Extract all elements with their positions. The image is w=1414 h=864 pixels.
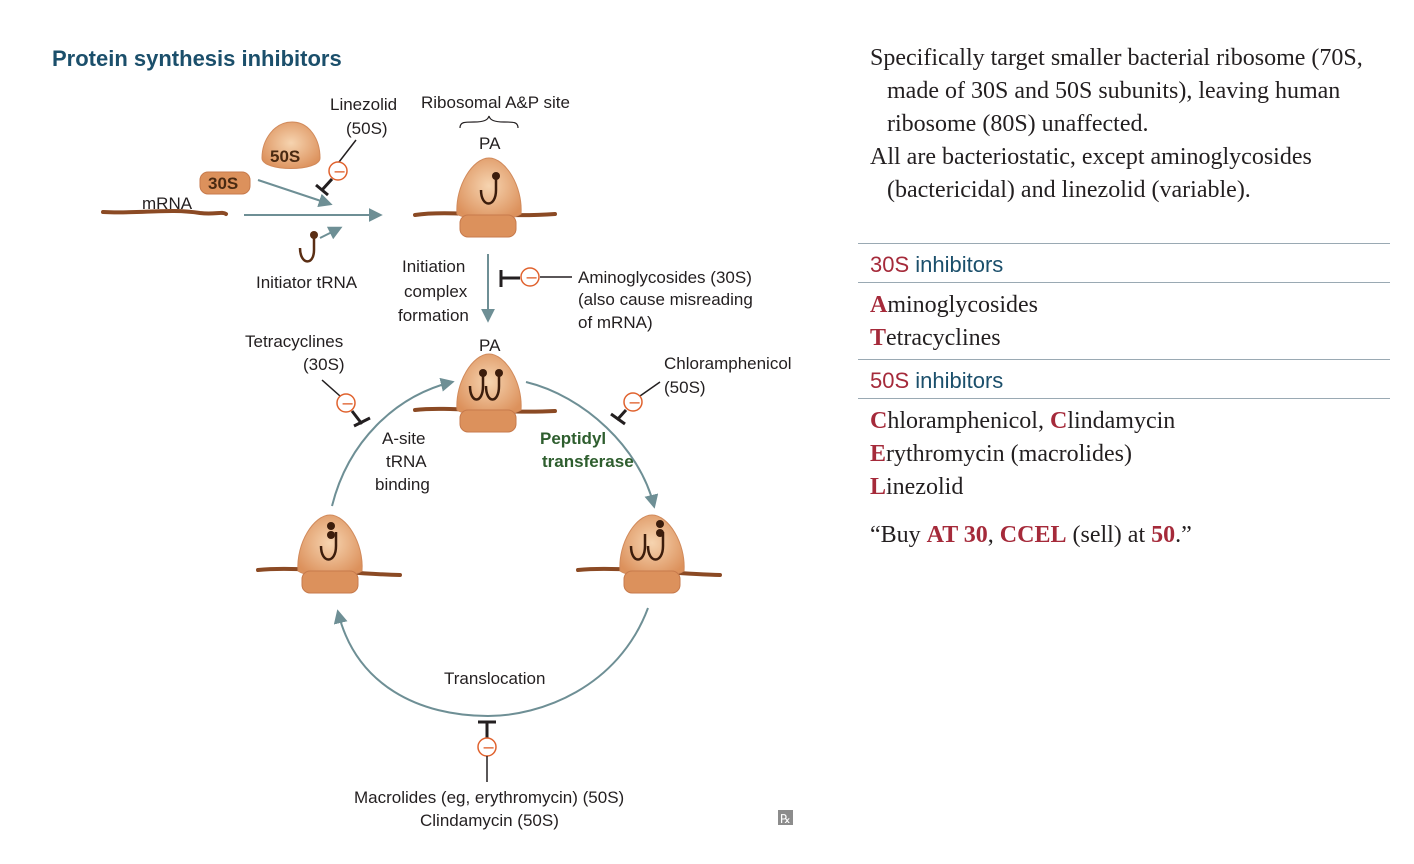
mrna-strand-initial xyxy=(101,208,228,216)
asite-label-2: tRNA xyxy=(386,452,427,471)
chloramphenicol-label: Chloramphenicol xyxy=(664,354,792,373)
ribosome-cycle-left xyxy=(256,514,402,594)
ribosomal-site-label: Ribosomal A&P site xyxy=(421,93,570,112)
aminoglycosides-inhibit-icon: − xyxy=(499,267,572,287)
arrow-trna xyxy=(319,226,343,240)
initiator-trna-label: Initiator tRNA xyxy=(256,273,358,292)
label-50s: 50S xyxy=(270,147,300,166)
heading-50s-rest: inhibitors xyxy=(909,368,1004,393)
aminoglycosides-label-3: of mRNA) xyxy=(578,313,653,332)
arrow-50s xyxy=(257,179,333,208)
linezolid-label: Linezolid xyxy=(330,95,397,114)
svg-text:−: − xyxy=(525,268,538,287)
linezolid-inhibit-icon: − xyxy=(315,139,357,197)
heading-30s-rest: inhibitors xyxy=(909,252,1004,277)
mnemonic: “Buy AT 30, CCEL (sell) at 50.” xyxy=(870,522,1192,548)
aminoglycosides-label-2: (also cause misreading xyxy=(578,290,753,309)
site-brace xyxy=(459,115,519,129)
aminoglycosides-label-1: Aminoglycosides (30S) xyxy=(578,268,752,287)
heading-50s-inhibitors: 50S inhibitors xyxy=(858,359,1390,399)
summary-panel: Specifically target smaller bacterial ri… xyxy=(858,42,1390,549)
ribosome-cycle-top xyxy=(413,353,557,433)
macrolides-label: Macrolides (eg, erythromycin) (50S) xyxy=(354,788,624,807)
linezolid-sub-label: (50S) xyxy=(346,119,388,138)
chloramphenicol-sub-label: (50S) xyxy=(664,378,706,397)
arc-translocation xyxy=(333,607,649,718)
subunit-50s: 50S xyxy=(261,121,321,169)
chloramphenicol-inhibit-icon: − xyxy=(610,381,661,426)
tetracyclines-sub-label: (30S) xyxy=(303,355,345,374)
svg-text:℞: ℞ xyxy=(780,812,791,826)
ribosome-cycle-right xyxy=(576,514,722,594)
arc-peptidyl xyxy=(525,381,659,509)
arc-asite xyxy=(331,377,455,507)
translocation-label: Translocation xyxy=(444,669,545,688)
initiation-label-1: Initiation xyxy=(402,257,465,276)
subunit-30s: 30S xyxy=(199,171,251,195)
peptidyl-label-2: transferase xyxy=(542,452,634,471)
tetracyclines-label: Tetracyclines xyxy=(245,332,343,351)
initiation-label-3: formation xyxy=(398,306,469,325)
tetracyclines-inhibit-icon: − xyxy=(321,379,371,428)
heading-30s-num: 30S xyxy=(870,252,910,277)
page-title: Protein synthesis inhibitors xyxy=(52,46,342,71)
initiator-trna-icon xyxy=(298,231,318,263)
macrolides-inhibit-icon: − xyxy=(477,720,497,782)
list-item: Erythromycin (macrolides) xyxy=(870,441,1132,467)
peptidyl-label-1: Peptidyl xyxy=(540,429,606,448)
initiation-label-2: complex xyxy=(404,282,468,301)
list-item: Tetracyclines xyxy=(870,325,1001,351)
list-50s-inhibitors: Chloramphenicol, Clindamycin Erythromyci… xyxy=(858,399,1390,508)
list-item: Aminoglycosides xyxy=(870,292,1038,318)
rx-icon: ℞ xyxy=(778,810,793,826)
heading-30s-inhibitors: 30S inhibitors xyxy=(858,243,1390,283)
description-paragraph-1: Specifically target smaller bacterial ri… xyxy=(870,45,1363,137)
list-item: Linezolid xyxy=(870,474,964,500)
mrna-label: mRNA xyxy=(142,194,193,213)
svg-text:−: − xyxy=(628,393,641,412)
svg-text:−: − xyxy=(333,162,346,181)
pa-label-top: PA xyxy=(479,134,501,153)
pa-label-middle: PA xyxy=(479,336,501,355)
description-paragraph-2: All are bacteriostatic, except aminoglyc… xyxy=(870,144,1312,203)
list-30s-inhibitors: Aminoglycosides Tetracyclines xyxy=(858,283,1390,359)
ribosome-initiation xyxy=(413,157,557,238)
svg-text:−: − xyxy=(482,738,495,757)
asite-label-3: binding xyxy=(375,475,430,494)
protein-synthesis-diagram: Protein synthesis inhibitors 50S 30S mRN… xyxy=(52,46,793,830)
svg-text:−: − xyxy=(341,394,354,413)
asite-label-1: A-site xyxy=(382,429,425,448)
list-item: Chloramphenicol, Clindamycin xyxy=(870,408,1176,434)
clindamycin-label: Clindamycin (50S) xyxy=(420,811,559,830)
label-30s: 30S xyxy=(208,174,238,193)
heading-50s-num: 50S xyxy=(870,368,910,393)
